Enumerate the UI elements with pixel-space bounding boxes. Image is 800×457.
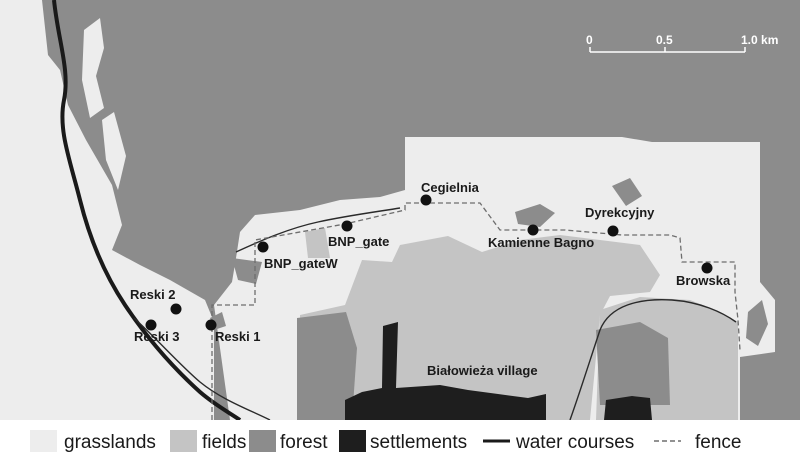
legend-label-fields: fields xyxy=(202,432,246,453)
legend-label-water: water courses xyxy=(515,432,634,453)
stream-east xyxy=(569,298,737,421)
forest-patch-east xyxy=(596,322,670,405)
legend-label-settlements: settlements xyxy=(370,432,467,453)
village-label: Białowieża village xyxy=(427,363,538,378)
scale-label-1km: 1.0 km xyxy=(741,33,778,47)
legend-swatch-fields xyxy=(170,430,197,452)
grassland-strip-north xyxy=(82,18,104,118)
site-label-bnp-gatew: BNP_gateW xyxy=(264,256,338,271)
site-dot-kamienne-bagno xyxy=(527,224,539,236)
site-dot-browska xyxy=(701,262,713,274)
stream-north xyxy=(235,207,401,253)
sites-layer: Cegielnia BNP_gate BNP_gateW Kamienne Ba… xyxy=(130,180,731,344)
legend-label-fence: fence xyxy=(695,432,741,453)
site-dot-bnp-gatew xyxy=(257,241,269,253)
site-dot-cegielnia xyxy=(420,194,432,206)
scale-label-half: 0.5 xyxy=(656,33,673,47)
site-dot-dyrekcyjny xyxy=(607,225,619,237)
scale-label-0: 0 xyxy=(586,33,593,47)
legend: grasslands fields forest settlements wat… xyxy=(0,420,800,457)
stream-reski xyxy=(133,317,271,421)
legend-background xyxy=(0,420,800,457)
forest-patch-browska xyxy=(746,300,768,346)
site-label-reski-3: Reski 3 xyxy=(134,329,180,344)
grassland-river-valley xyxy=(0,0,214,420)
legend-label-grasslands: grasslands xyxy=(64,432,156,453)
site-label-kamienne-bagno: Kamienne Bagno xyxy=(488,235,594,250)
legend-swatch-grasslands xyxy=(30,430,57,452)
site-label-bnp-gate: BNP_gate xyxy=(328,234,389,249)
forest-patch-cegielnia xyxy=(515,204,555,227)
site-label-reski-1: Reski 1 xyxy=(215,329,261,344)
site-label-cegielnia: Cegielnia xyxy=(421,180,480,195)
settlement-bialowieza xyxy=(345,322,546,420)
legend-swatch-settlements xyxy=(339,430,366,452)
site-label-dyrekcyjny: Dyrekcyjny xyxy=(585,205,655,220)
site-dot-reski-1 xyxy=(205,319,217,331)
fields-patch-north xyxy=(305,228,330,258)
river-main xyxy=(52,0,242,422)
site-label-browska: Browska xyxy=(676,273,731,288)
site-dot-reski-3 xyxy=(145,319,157,331)
site-label-reski-2: Reski 2 xyxy=(130,287,176,302)
settlement-east xyxy=(604,396,652,420)
forest-patch-northeast xyxy=(612,178,642,206)
legend-swatch-forest xyxy=(249,430,276,452)
legend-label-forest: forest xyxy=(280,432,328,453)
site-dot-bnp-gate xyxy=(341,220,353,232)
scale-bar: 0 0.5 1.0 km xyxy=(586,33,778,53)
forest-patch-south xyxy=(297,312,357,420)
grassland-strip-middle xyxy=(102,112,126,190)
site-dot-reski-2 xyxy=(170,303,182,315)
